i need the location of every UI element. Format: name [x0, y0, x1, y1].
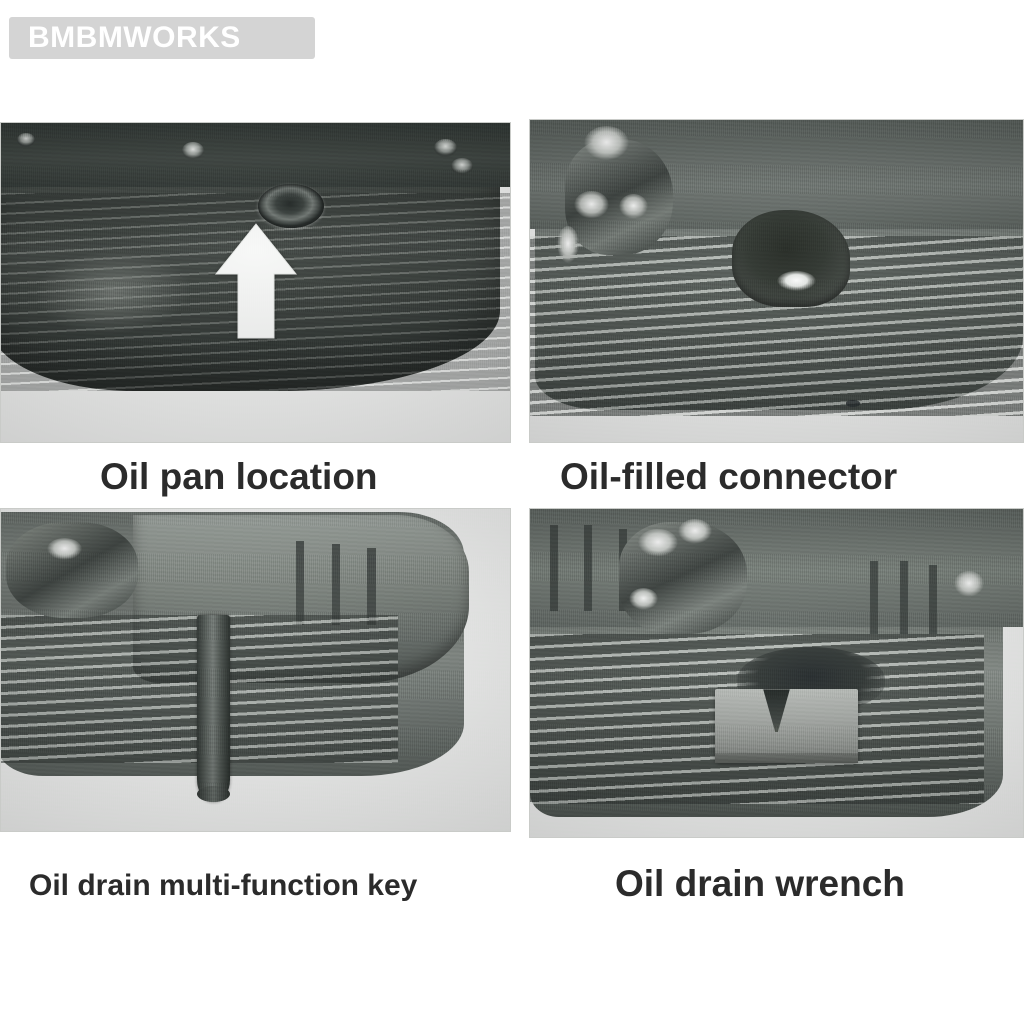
oil-smear [19, 245, 207, 339]
caption-oil-pan-location: Oil pan location [100, 456, 378, 497]
pan-bolt [433, 138, 458, 158]
panel-oil-pan-location [0, 122, 511, 443]
watermark-text: BMBMWORKS [28, 21, 241, 54]
metal-highlight [584, 126, 629, 162]
surface-speck [845, 400, 861, 407]
pan-fin [870, 561, 879, 634]
caption-oil-filled-connector: Oil-filled connector [560, 456, 898, 497]
arrow-up-icon [214, 223, 297, 339]
photo-oil-drain-wrench [530, 509, 1023, 837]
pan-boss [6, 521, 139, 619]
metal-highlight [618, 194, 649, 220]
metal-highlight [628, 587, 659, 611]
multi-function-key-tip [196, 785, 230, 802]
wrench-lower-edge [714, 753, 858, 764]
caption-oil-drain-wrench: Oil drain wrench [615, 863, 905, 904]
connector-highlight [776, 271, 816, 293]
metal-highlight [557, 226, 580, 265]
caption-oil-drain-multi-function-key: Oil drain multi-function key [29, 869, 418, 902]
pan-fin [899, 561, 908, 634]
drain-plug [258, 183, 325, 229]
pan-bolt [181, 142, 205, 160]
panel-oil-drain-wrench [529, 508, 1024, 838]
oil-pan-top-rail [1, 123, 510, 187]
oil-fill-connector [732, 210, 851, 307]
metal-highlight [677, 518, 713, 546]
pan-bolt [17, 132, 35, 147]
oil-pan-upper-face [530, 509, 1023, 628]
pan-fin [367, 547, 376, 625]
panel-oil-drain-multi-function-key [0, 508, 511, 832]
pan-fin [584, 525, 593, 611]
photo-oil-pan-location [1, 123, 510, 442]
pan-fin [929, 564, 938, 634]
metal-highlight [953, 571, 984, 598]
photo-oil-filled-connector [530, 120, 1023, 442]
panel-oil-filled-connector [529, 119, 1024, 443]
metal-highlight [638, 528, 678, 559]
pan-fin [549, 525, 558, 611]
pan-fin [296, 541, 305, 625]
multi-function-key-tool [196, 615, 230, 802]
watermark-band: BMBMWORKS [9, 17, 315, 59]
pan-fin [331, 544, 340, 625]
pan-bolt [451, 158, 473, 175]
metal-highlight [574, 190, 609, 220]
photo-oil-drain-multi-function-key [1, 509, 510, 831]
metal-highlight [46, 537, 83, 561]
